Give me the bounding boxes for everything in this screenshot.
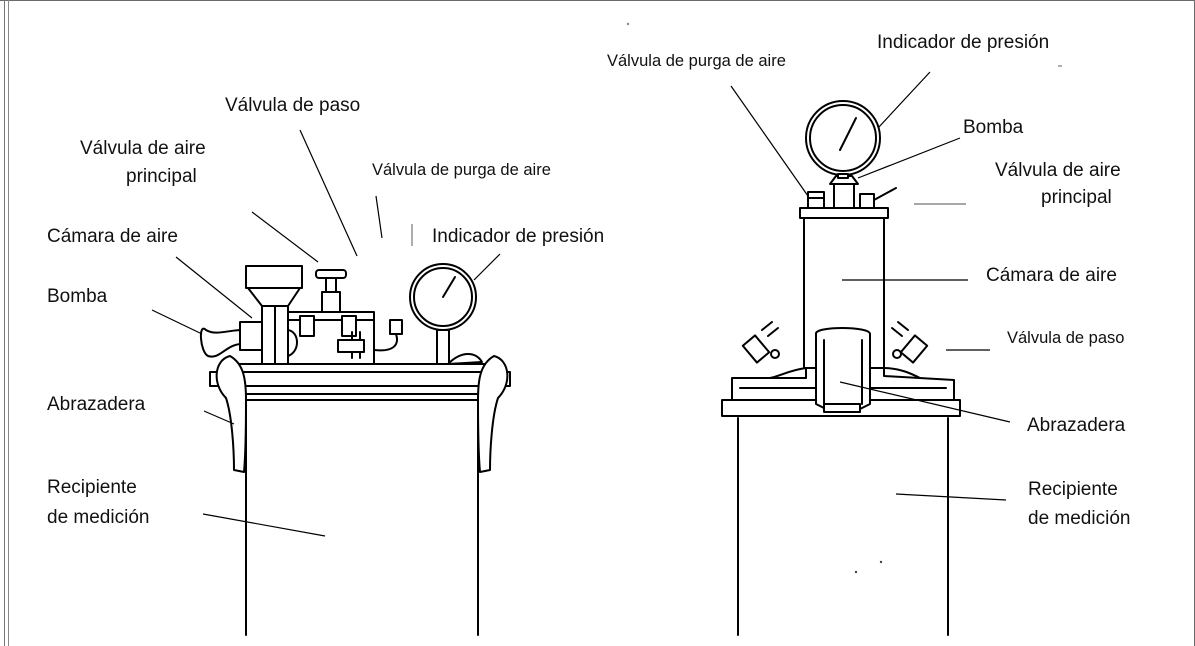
left-pump: [200, 321, 263, 358]
right-pump: [829, 175, 859, 209]
left-label-main-air-valve-2: principal: [126, 166, 197, 187]
left-air-chamber: [245, 265, 303, 365]
right-label-pump: Bomba: [963, 117, 1024, 138]
left-pressure-gauge: [409, 263, 483, 365]
right-leader-lines: [730, 65, 1062, 501]
left-leader-lines: [151, 129, 501, 537]
frame-left-rule-inner: [8, 0, 9, 646]
right-label-container-1: Recipiente: [1028, 479, 1118, 500]
right-label-container-2: de medición: [1028, 508, 1130, 529]
left-label-pump: Bomba: [47, 286, 108, 307]
right-label-main-air-valve-1: Válvula de aire: [995, 160, 1121, 181]
left-clamps: [215, 355, 509, 473]
left-lid-plate: [209, 363, 511, 387]
left-measuring-container: [242, 393, 483, 636]
left-label-main-air-valve-1: Válvula de aire: [80, 138, 206, 159]
left-label-air-chamber: Cámara de aire: [47, 226, 178, 247]
right-label-air-chamber: Cámara de aire: [986, 265, 1117, 286]
right-air-meter: Válvula de purga de aire Indicador de pr…: [607, 22, 1130, 636]
right-label-main-air-valve-2: principal: [1041, 187, 1112, 208]
left-air-meter: Válvula de paso Válvula de aire principa…: [47, 95, 604, 636]
right-scan-specks: [626, 22, 883, 574]
left-label-bleed-valve: Válvula de purga de aire: [372, 161, 551, 179]
left-label-stop-valve: Válvula de paso: [225, 95, 360, 116]
right-bleed-valve: [807, 191, 825, 209]
left-label-container-1: Recipiente: [47, 477, 137, 498]
right-label-stop-valve: Válvula de paso: [1007, 329, 1124, 347]
right-stop-valve-right: [891, 321, 929, 364]
frame-left-rule: [4, 0, 5, 646]
right-measuring-container: [721, 399, 961, 636]
left-label-pressure-gauge: Indicador de presión: [432, 226, 604, 247]
right-main-air-valve: [859, 187, 897, 209]
right-pressure-gauge: [805, 100, 881, 179]
right-label-clamp: Abrazadera: [1027, 415, 1126, 436]
right-label-bleed-valve: Válvula de purga de aire: [607, 52, 786, 70]
left-bleed-valve: [373, 319, 403, 352]
right-clamp: [814, 327, 871, 413]
left-label-container-2: de medición: [47, 507, 149, 528]
right-label-pressure-gauge: Indicador de presión: [877, 32, 1049, 53]
left-main-air-valve: [315, 269, 347, 313]
right-stop-valve-left: [741, 321, 780, 364]
left-label-clamp: Abrazadera: [47, 394, 146, 415]
